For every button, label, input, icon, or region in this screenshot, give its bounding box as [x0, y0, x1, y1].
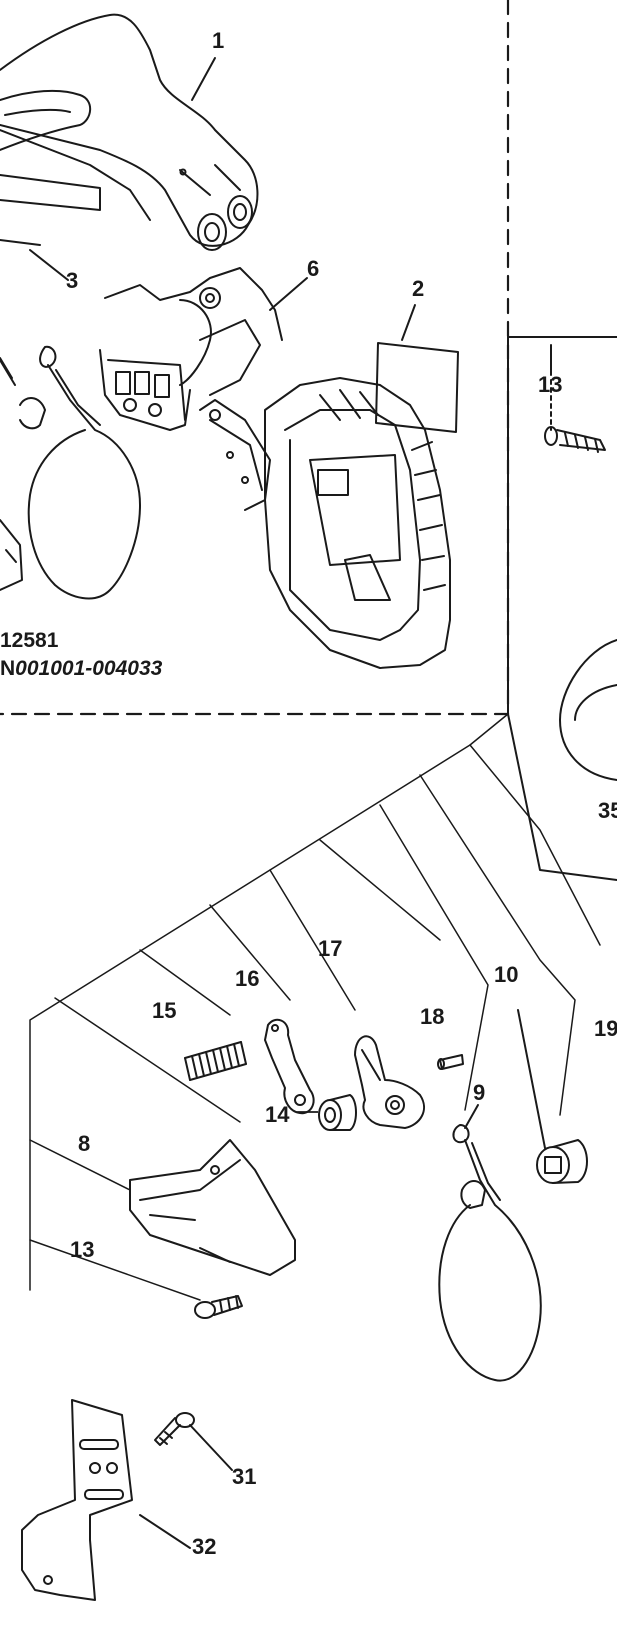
bracket-35 [507, 713, 617, 881]
screw-part-31 [154, 1412, 195, 1446]
leader-10 [517, 1009, 546, 1149]
screw-part-13 [194, 1295, 243, 1319]
callout-17: 17 [318, 936, 343, 961]
fan-leaders [29, 713, 601, 1301]
callout-15: 15 [152, 998, 177, 1023]
guide-plate-part-8 [129, 1139, 296, 1276]
serial-prefix: N [0, 657, 16, 680]
callout-35: 35 [598, 798, 617, 823]
spring-part-15 [184, 1041, 247, 1081]
leader-6 [269, 277, 308, 311]
callout-18: 18 [420, 1004, 445, 1029]
kit-part-code: 12581 [0, 629, 59, 652]
part-35-outline [559, 639, 617, 781]
callout-9: 9 [473, 1080, 486, 1105]
callout-19: 19 [594, 1016, 617, 1041]
left-plate-part [0, 174, 101, 246]
bushing-part-14 [318, 1094, 357, 1131]
pin-part-18 [437, 1054, 464, 1070]
decal-label-part [375, 342, 459, 433]
leader-31 [189, 1424, 233, 1471]
leader-32 [139, 1514, 191, 1549]
housing-part [99, 267, 283, 511]
leader-strap [0, 357, 13, 379]
leader-1 [191, 57, 216, 101]
leader-9 [464, 1104, 479, 1129]
handle-bar-part [0, 13, 259, 251]
callout-2: 2 [412, 276, 425, 301]
side-plate-part-32 [21, 1399, 133, 1601]
callout-6: 6 [307, 256, 320, 281]
plate-part-17 [354, 1035, 425, 1129]
serial-range: 001001-004033 [15, 657, 163, 680]
lever-part-16 [264, 1018, 315, 1115]
callout-32: 32 [192, 1534, 217, 1559]
leader-3 [29, 249, 69, 281]
callout-13-top: 13 [538, 372, 563, 397]
strap-part [0, 345, 141, 600]
callout-14: 14 [265, 1102, 290, 1127]
callout-3: 3 [66, 268, 79, 293]
callout-31: 31 [232, 1464, 257, 1489]
leader-2 [401, 304, 416, 341]
callout-8: 8 [78, 1131, 91, 1156]
callout-13-bottom: 13 [70, 1237, 95, 1262]
callout-10: 10 [494, 962, 519, 987]
callout-1: 1 [212, 28, 225, 53]
kit-serial-note: N001001-004033 [0, 658, 162, 679]
bracket-right [507, 336, 617, 715]
cover-part [264, 377, 451, 669]
callout-16: 16 [235, 966, 260, 991]
nut-part-10 [536, 1139, 588, 1184]
band-part-9 [438, 1124, 542, 1382]
screw-top-right [544, 426, 606, 453]
